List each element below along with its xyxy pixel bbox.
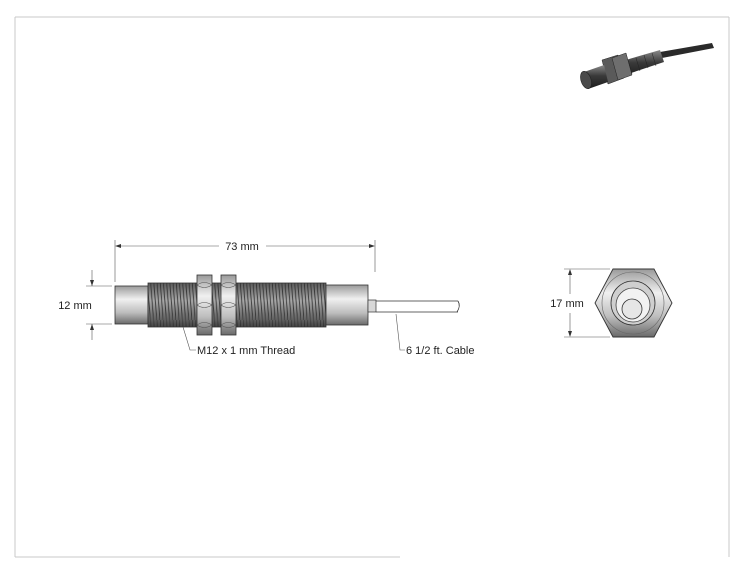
sheet-frame [14, 16, 730, 558]
hex-nut [220, 274, 237, 336]
diameter-label: 12 mm [58, 300, 92, 312]
sensor-face [114, 285, 149, 325]
sensor-side-view [114, 274, 460, 336]
hex-nut [196, 274, 213, 336]
length-dimension: 73 mm [114, 240, 376, 282]
cable-label: 6 1/2 ft. Cable [406, 345, 475, 357]
sensor-end-view [594, 268, 673, 338]
rear-collar [325, 284, 369, 326]
length-label: 73 mm [225, 241, 259, 253]
cable [376, 300, 460, 313]
across-flats-dimension: 17 mm [550, 268, 610, 338]
thread-label: M12 x 1 mm Thread [197, 345, 295, 357]
sensor-face-end [621, 298, 643, 320]
diameter-dimension: 12 mm [58, 270, 112, 340]
cable-callout: 6 1/2 ft. Cable [395, 313, 475, 357]
thread-callout: M12 x 1 mm Thread [182, 326, 295, 357]
across-flats-label: 17 mm [550, 298, 584, 310]
proximity-sensor-isometric-icon [580, 43, 714, 89]
